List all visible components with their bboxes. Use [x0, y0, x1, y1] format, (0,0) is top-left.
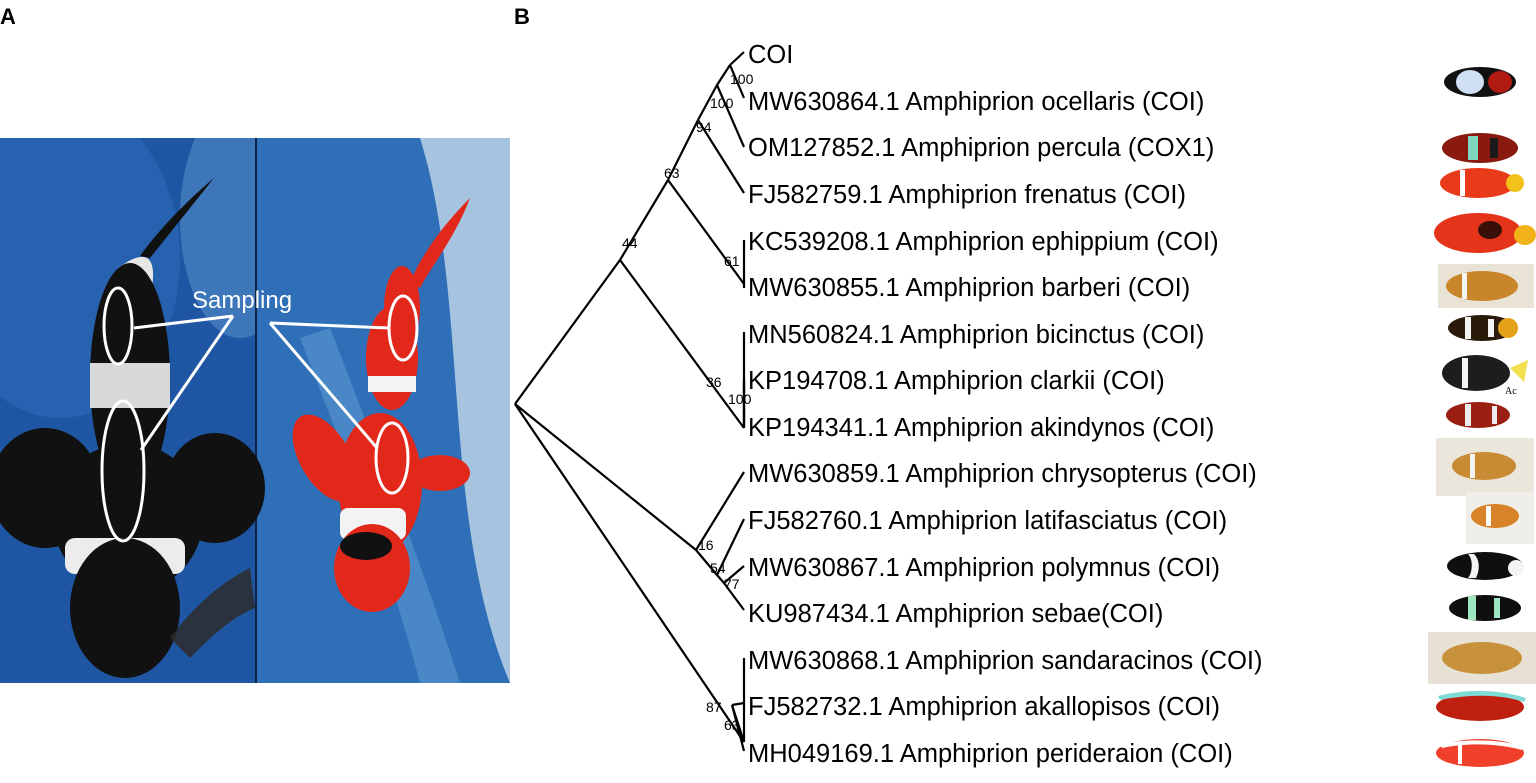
sampling-photo: Sampling [0, 138, 510, 683]
support-values: 100 100 94 63 44 61 36 100 16 54 77 87 6… [622, 71, 754, 733]
branch [514, 403, 697, 551]
branch [723, 582, 745, 611]
leaf-label: MN560824.1 Amphiprion bicinctus (COI) [748, 321, 1204, 349]
phylogenetic-tree: 100 100 94 63 44 61 36 100 16 54 77 87 6… [514, 41, 1536, 768]
branch [716, 574, 725, 584]
fish-thumbnail-clarkii: Ac [1442, 355, 1528, 397]
sampling-ellipse-4 [374, 421, 410, 495]
branch [514, 403, 745, 743]
panel-label-a: A [0, 4, 16, 29]
leaf-label: KU987434.1 Amphiprion sebae(COI) [748, 600, 1163, 628]
leaf-label: KP194708.1 Amphiprion clarkii (COI) [748, 367, 1165, 395]
branch [514, 259, 621, 405]
orange-clownfish [292, 198, 470, 612]
leaf-label: FJ582759.1 Amphiprion frenatus (COI) [748, 181, 1186, 209]
tree-branches [514, 51, 746, 752]
branch [723, 565, 745, 584]
support-value: 77 [724, 576, 740, 592]
sampling-annotation: Sampling [100, 286, 419, 543]
fish-thumbnail-perideraion [1436, 739, 1524, 767]
branch [619, 179, 669, 261]
branch [667, 179, 745, 285]
leaf-label: OM127852.1 Amphiprion percula (COX1) [748, 134, 1214, 162]
branch [697, 84, 718, 121]
sampling-ellipse-1 [102, 286, 134, 366]
branch [715, 84, 746, 148]
leaf-label: MW630868.1 Amphiprion sandaracinos (COI) [748, 647, 1263, 675]
branch [695, 471, 745, 551]
fish-thumbnail-percula [1442, 133, 1518, 163]
branch [619, 259, 745, 429]
leaf-label: FJ582732.1 Amphiprion akallopisos (COI) [748, 693, 1220, 721]
branch [716, 518, 745, 576]
support-value: 16 [698, 537, 714, 553]
branch [730, 704, 746, 752]
panel-label-b: B [514, 4, 530, 29]
leaf-label: MH049169.1 Amphiprion perideraion (COI) [748, 740, 1233, 768]
sampling-ellipse-2 [100, 399, 146, 543]
leaf-label: MW630855.1 Amphiprion barberi (COI) [748, 274, 1190, 302]
fish-thumbnail-ephippium [1434, 213, 1536, 253]
branch [729, 51, 745, 66]
sampling-label: Sampling [192, 287, 292, 314]
fish-thumbnail-barberi [1438, 264, 1534, 308]
fish-thumbnail-sandaracinos [1428, 632, 1536, 684]
fish-thumbnail-bicinctus [1448, 315, 1518, 341]
branch [697, 119, 745, 194]
leaf-label: KC539208.1 Amphiprion ephippium (COI) [748, 228, 1219, 256]
branch [667, 119, 699, 181]
leaf-label: MW630867.1 Amphiprion polymnus (COI) [748, 554, 1220, 582]
support-value: 44 [622, 235, 638, 251]
support-value: 54 [710, 560, 726, 576]
fish-thumbnail-akallopisos [1436, 690, 1526, 721]
branch [716, 64, 731, 86]
support-value: 36 [706, 374, 722, 390]
branch [728, 64, 746, 99]
thumbnail-caption: Ac [1505, 386, 1517, 397]
leaf-label: KP194341.1 Amphiprion akindynos (COI) [748, 414, 1214, 442]
support-value: 100 [730, 71, 754, 87]
branch [731, 701, 745, 707]
leaf-label: MW630864.1 Amphiprion ocellaris (COI) [748, 88, 1204, 116]
branch [695, 549, 718, 576]
fish-thumbnail-sebae [1449, 595, 1521, 621]
support-value: 100 [728, 391, 752, 407]
fish-thumbnail-frenatus [1440, 168, 1524, 198]
support-value: 100 [710, 95, 734, 111]
species-thumbnails: Ac [1428, 67, 1536, 767]
support-value: 61 [724, 253, 740, 269]
support-value: 63 [664, 165, 680, 181]
support-value: 63 [724, 717, 740, 733]
fish-thumbnail-chrysopterus [1436, 438, 1534, 496]
fish-thumbnail-latifasciatus [1466, 492, 1534, 544]
leaf-label: COI [748, 41, 793, 69]
fish-thumbnail-ocellaris [1444, 67, 1516, 97]
fish-thumbnail-polymnus [1447, 552, 1524, 580]
leaf-label: FJ582760.1 Amphiprion latifasciatus (COI… [748, 507, 1227, 535]
support-value: 94 [696, 119, 712, 135]
leaf-label: MW630859.1 Amphiprion chrysopterus (COI) [748, 460, 1257, 488]
fish-thumbnail-akindynos [1446, 402, 1510, 428]
black-white-clownfish [0, 178, 265, 678]
leaf-labels: COI MW630864.1 Amphiprion ocellaris (COI… [748, 41, 1263, 768]
support-value: 87 [706, 699, 722, 715]
